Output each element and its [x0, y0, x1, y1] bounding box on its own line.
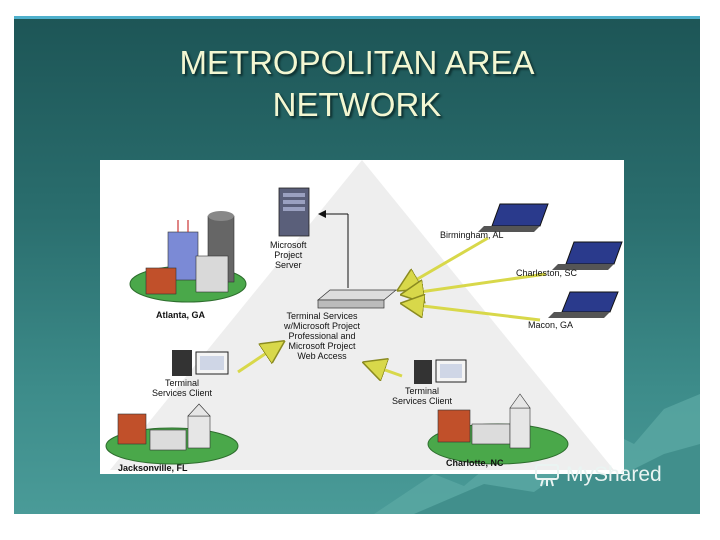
city-label-macon: Macon, GA [528, 320, 574, 330]
left-client-label: Terminal Services Client [152, 378, 212, 398]
city-label-birmingham: Birmingham, AL [440, 230, 504, 240]
macon-laptop-icon [548, 291, 619, 318]
right-client-label-line: Services Client [392, 396, 453, 406]
jacksonville-buildings-icon [105, 403, 239, 465]
atlanta-buildings-icon [129, 211, 247, 303]
left-client-label-line: Terminal [165, 378, 200, 388]
city-label-jacksonville: Jacksonville, FL [118, 463, 188, 473]
hub-label-line: Professional and [288, 331, 356, 341]
network-diagram: Atlanta, GA Microsoft Project Server Ter… [100, 160, 624, 474]
server-label-line: Server [275, 260, 302, 270]
slide-title: METROPOLITAN AREA NETWORK [14, 42, 700, 126]
watermark-text: MyShared [566, 463, 662, 486]
right-client-label: Terminal Services Client [392, 386, 452, 406]
hub-label-line: Microsoft Project [288, 341, 356, 351]
background-triangle [110, 160, 614, 470]
hub-label-line: Terminal Services [286, 311, 358, 321]
birmingham-laptop-icon [478, 203, 549, 232]
charleston-laptop-icon [552, 241, 623, 270]
slide: METROPOLITAN AREA NETWORK [14, 16, 700, 514]
server-label-line: Microsoft [270, 240, 307, 250]
myshared-logo-icon [535, 464, 559, 487]
myshared-watermark: MyShared [534, 462, 662, 488]
diagram-graphics [105, 160, 623, 470]
city-label-charlotte: Charlotte, NC [446, 458, 504, 468]
hub-label-line: w/Microsoft Project [284, 321, 361, 331]
right-client-label-line: Terminal [405, 386, 440, 396]
title-line-1: METROPOLITAN AREA [179, 44, 535, 81]
city-label-charleston: Charleston, SC [516, 268, 578, 278]
charlotte-buildings-icon [427, 393, 569, 465]
project-server-icon [278, 187, 310, 237]
city-label-atlanta: Atlanta, GA [156, 310, 206, 320]
hub-label-line: Web Access [297, 351, 347, 361]
title-line-2: NETWORK [272, 86, 442, 123]
right-client-computer-icon [414, 359, 467, 384]
server-label: Microsoft Project Server [270, 240, 307, 270]
left-client-label-line: Services Client [152, 388, 213, 398]
terminal-services-hub-icon [317, 289, 397, 309]
server-label-line: Project [274, 250, 303, 260]
slide-top-line [14, 16, 700, 19]
left-client-computer-icon [172, 350, 229, 376]
hub-label: Terminal Services w/Microsoft Project Pr… [284, 311, 360, 361]
